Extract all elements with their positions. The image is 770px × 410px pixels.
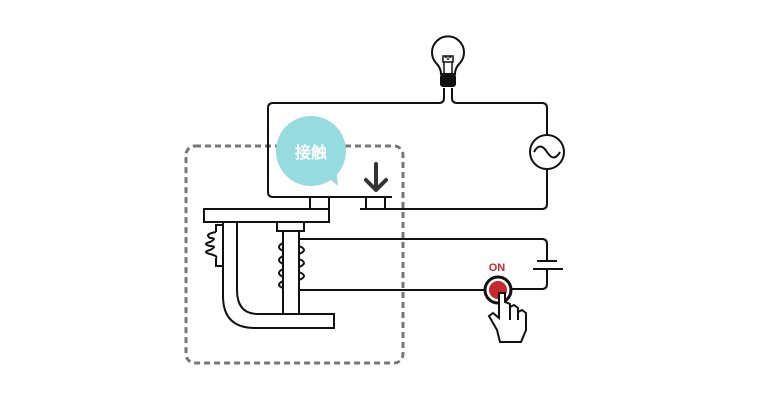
relay-boundary bbox=[184, 144, 405, 365]
hand-pointer-icon bbox=[487, 292, 527, 343]
fixed-contact bbox=[365, 196, 386, 210]
core-cap bbox=[276, 221, 305, 232]
lamp-circuit-wire-right bbox=[360, 88, 548, 210]
button-label: ON bbox=[489, 262, 506, 274]
coil bbox=[278, 242, 305, 289]
down-arrow-icon bbox=[364, 162, 388, 192]
contact-bubble bbox=[276, 116, 346, 186]
iron-core bbox=[282, 230, 300, 315]
yoke bbox=[222, 221, 335, 329]
armature bbox=[203, 208, 330, 223]
spring bbox=[205, 224, 222, 267]
lamp-circuit-wire-left bbox=[267, 88, 445, 198]
ac-source-icon bbox=[529, 134, 565, 170]
bubble-label: 接触 bbox=[295, 143, 327, 162]
coil-circuit-wire bbox=[299, 238, 548, 291]
movable-contact bbox=[309, 196, 330, 210]
light-bulb-icon bbox=[431, 35, 465, 87]
battery-icon bbox=[533, 260, 563, 270]
